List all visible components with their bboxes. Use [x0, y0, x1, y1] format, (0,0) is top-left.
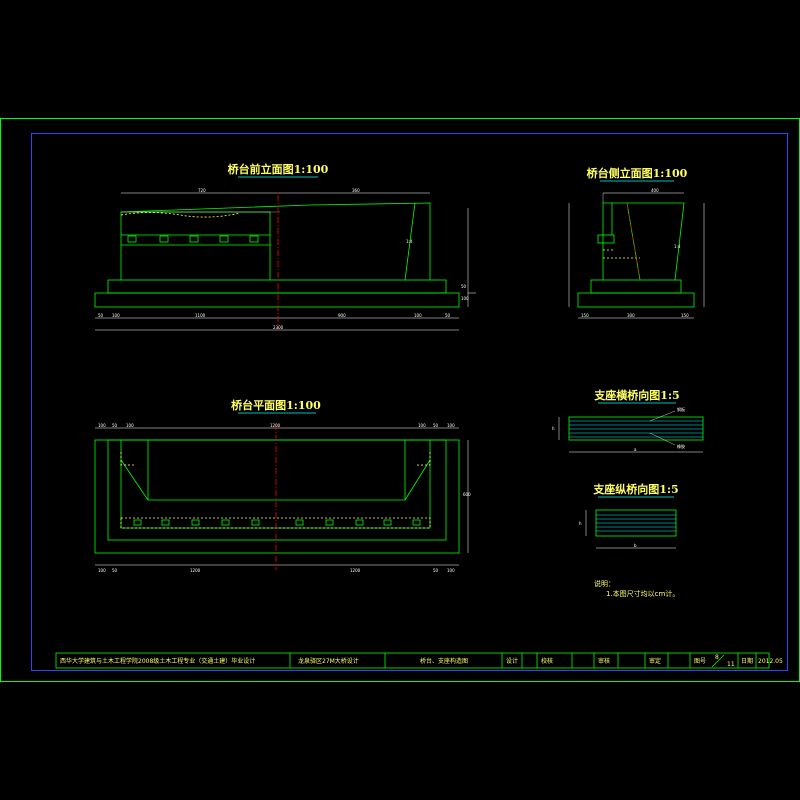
- plan-dim-t2: 50: [112, 423, 118, 428]
- front-dim-b4: 900: [338, 313, 346, 318]
- plan-dim-right: 600: [463, 492, 471, 497]
- bearing-t-width: a: [634, 447, 637, 452]
- tb-design-title: 龙泉驿区27M大桥设计: [298, 657, 359, 665]
- plan-dim-t1: 100: [98, 423, 106, 428]
- front-slope: 1:4: [406, 239, 413, 244]
- front-dim-total: 2300: [273, 325, 284, 330]
- bearing-l-thickness: h: [579, 521, 582, 526]
- front-elevation-title: 桥台前立面图1:100: [228, 162, 329, 176]
- bearing-transverse-view: 支座横桥向图1:5: [558, 388, 704, 453]
- side-elevation-view: 桥台侧立面图1:100: [568, 166, 705, 319]
- tb-drawing-name: 桥台、支座构造图: [420, 657, 468, 665]
- front-dim-b2: 100: [112, 313, 120, 318]
- tb-sheet-no: 8: [715, 654, 719, 661]
- title-block: [55, 652, 770, 669]
- tb-designer: 设计: [506, 657, 518, 665]
- plan-dim-t5: 100: [418, 423, 426, 428]
- bearing-t-label-mid: 橡胶: [677, 443, 685, 449]
- front-dim-b5: 100: [414, 313, 422, 318]
- side-elevation-title: 桥台侧立面图1:100: [587, 166, 688, 180]
- tb-date-label: 日期: [741, 657, 753, 665]
- bearing-l-length: b: [634, 543, 637, 548]
- plan-dim-t6: 50: [433, 423, 439, 428]
- plan-dim-t7: 100: [447, 423, 455, 428]
- plan-dim-b3: 1200: [190, 568, 201, 573]
- front-dim-b6: 50: [445, 313, 451, 318]
- notes-heading: 说明：: [594, 579, 615, 588]
- bearing-longitudinal-title: 支座纵桥向图1:5: [592, 482, 678, 496]
- front-dim-top-left: 720: [198, 188, 206, 193]
- tb-approver: 审定: [649, 657, 661, 665]
- plan-dim-b4: 1200: [350, 568, 361, 573]
- plan-view: 桥台平面图1:100: [94, 398, 469, 566]
- inner-frame: [31, 133, 788, 671]
- tb-reviewer: 审核: [598, 657, 610, 665]
- tb-sheet-total: 11: [727, 661, 735, 668]
- plan-dim-b5: 50: [433, 568, 439, 573]
- front-dim-right-1: 100: [461, 296, 469, 301]
- side-dim-b3: 150: [681, 313, 689, 318]
- side-centerline: [626, 202, 641, 281]
- plan-dim-t3: 100: [126, 423, 134, 428]
- plan-title: 桥台平面图1:100: [231, 398, 321, 412]
- side-slope: 1:4: [674, 244, 681, 249]
- front-dim-b3: 1100: [195, 313, 206, 318]
- plan-dim-b1: 100: [98, 568, 106, 573]
- front-dim-b1: 50: [98, 313, 104, 318]
- bearing-longitudinal-view: 支座纵桥向图1:5: [585, 482, 679, 549]
- front-elevation-view: 桥台前立面图1:100: [94, 162, 476, 331]
- plan-dim-b6: 100: [447, 568, 455, 573]
- plan-dim-t4: 1200: [270, 423, 281, 428]
- side-dim-b2: 300: [627, 313, 635, 318]
- tb-sheet-label: 图号: [694, 658, 706, 665]
- front-dim-right-2: 50: [461, 284, 467, 289]
- front-dim-top-right: 360: [352, 188, 360, 193]
- plan-dim-b2: 50: [112, 568, 118, 573]
- side-dim-top: 400: [651, 188, 659, 193]
- notes-line-1: 1.本图尺寸均以cm计。: [606, 589, 679, 598]
- tb-date-value: 2012.05: [758, 658, 783, 665]
- side-dim-b1: 150: [581, 313, 589, 318]
- bearing-t-label-top: 钢板: [677, 406, 685, 412]
- bearing-t-thickness: h: [552, 426, 555, 431]
- tb-project: 西华大学建筑与土木工程学院2008级土木工程专业（交通土建）毕业设计: [60, 657, 255, 665]
- bearing-transverse-title: 支座横桥向图1:5: [593, 388, 679, 402]
- tb-checker: 校核: [541, 657, 553, 665]
